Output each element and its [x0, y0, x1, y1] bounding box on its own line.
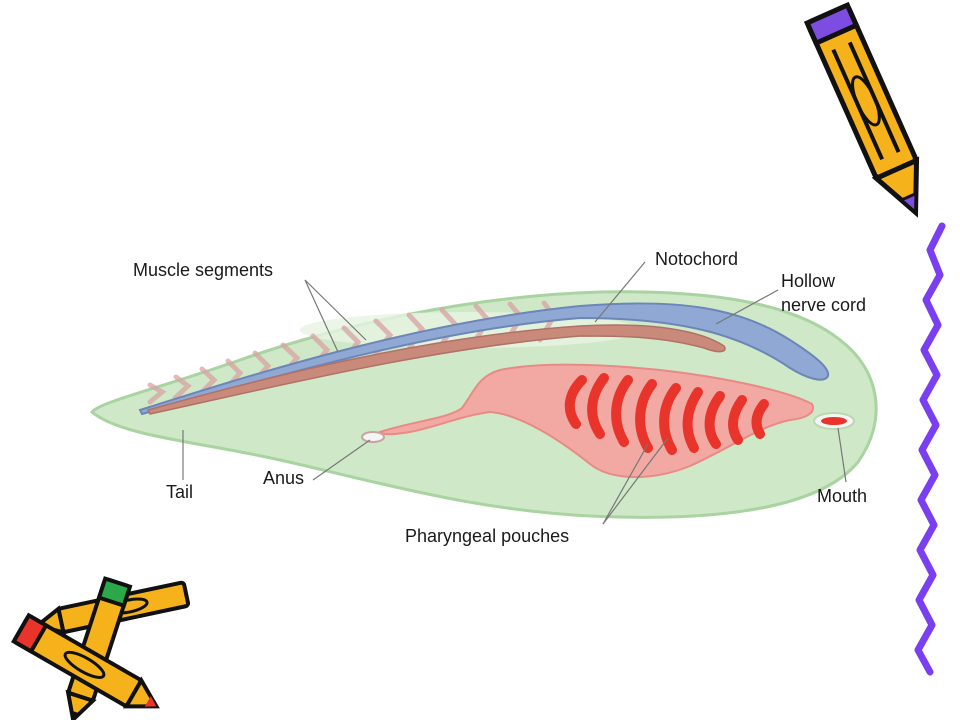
label-hollow-nerve-cord-line2: nerve cord: [781, 295, 867, 315]
pencil-icon: [803, 1, 920, 218]
label-notochord: Notochord: [655, 249, 739, 269]
label-tail: Tail: [166, 482, 194, 502]
notochord: [146, 324, 726, 415]
mouth-inner: [821, 417, 847, 425]
label-muscle-segments: Muscle segments: [133, 260, 274, 280]
anus-opening: [361, 431, 385, 443]
crossed-pencils-icon: [11, 576, 191, 720]
nerve-cord: [138, 302, 830, 416]
pharyngeal-pouches: [564, 373, 769, 455]
leader-lines: [182, 261, 847, 525]
label-hollow-nerve-cord: Hollow nerve cord: [781, 269, 866, 317]
label-pharyngeal-pouches: Pharyngeal pouches: [405, 526, 570, 546]
label-hollow-nerve-cord-line1: Hollow: [781, 271, 836, 291]
label-mouth: Mouth: [817, 486, 868, 506]
decorative-squiggle: [914, 222, 946, 676]
label-anus: Anus: [263, 468, 305, 488]
